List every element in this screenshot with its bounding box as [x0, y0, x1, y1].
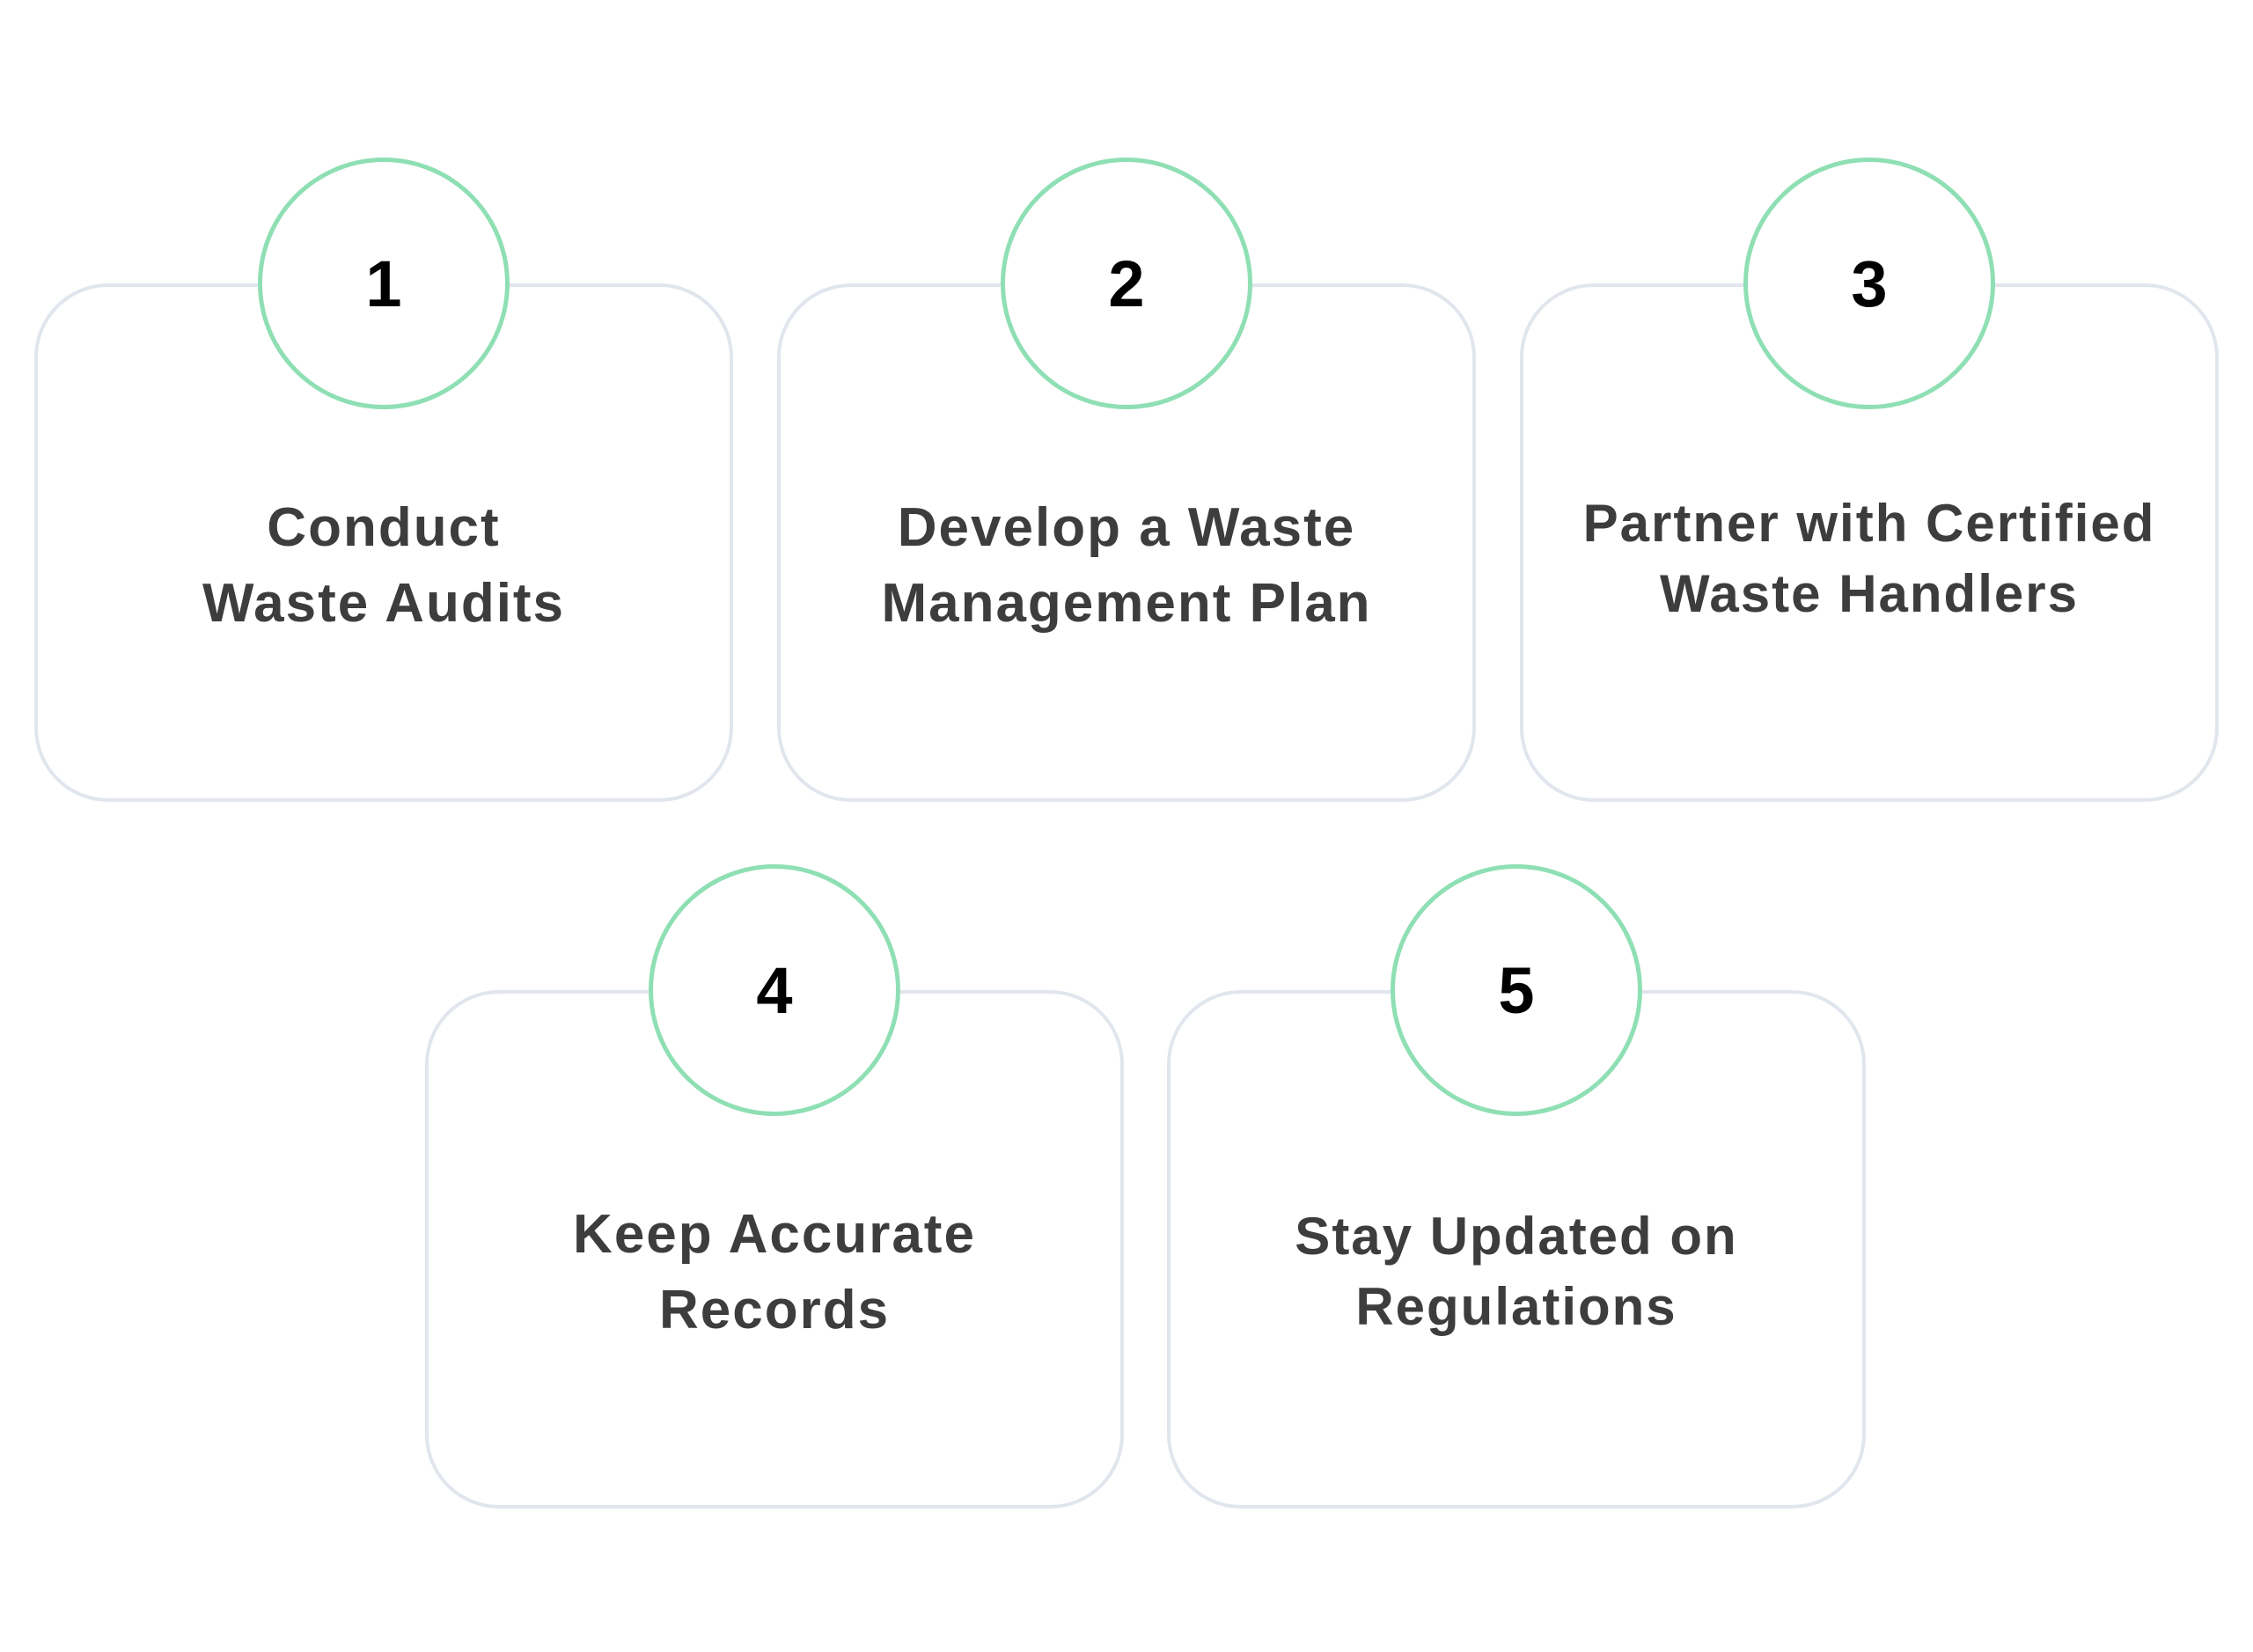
step-label-line: Develop a Waste: [897, 497, 1356, 558]
step-label-line: Stay Updated on: [1295, 1207, 1738, 1266]
step-number-text: 3: [1851, 246, 1888, 320]
step-number-4: 4: [649, 864, 900, 1116]
step-number-text: 1: [365, 246, 402, 320]
step-number-text: 2: [1108, 246, 1145, 320]
step-label-5: Stay Updated on Regulations: [1167, 1201, 1866, 1342]
step-label-line: Partner with Certified: [1582, 494, 2156, 553]
step-label-line: Management Plan: [881, 573, 1372, 634]
step-number-5: 5: [1391, 864, 1642, 1116]
step-number-text: 4: [756, 953, 793, 1027]
step-number-2: 2: [1001, 158, 1252, 409]
step-number-1: 1: [258, 158, 510, 409]
step-number-text: 5: [1498, 953, 1535, 1027]
step-number-3: 3: [1743, 158, 1995, 409]
step-label-line: Waste Audits: [202, 573, 566, 634]
step-label-line: Regulations: [1355, 1277, 1677, 1336]
step-label-line: Waste Handlers: [1660, 564, 2079, 623]
step-label-line: Records: [658, 1280, 891, 1340]
step-label-line: Keep Accurate: [573, 1204, 976, 1265]
step-label-line: Conduct: [267, 497, 501, 558]
